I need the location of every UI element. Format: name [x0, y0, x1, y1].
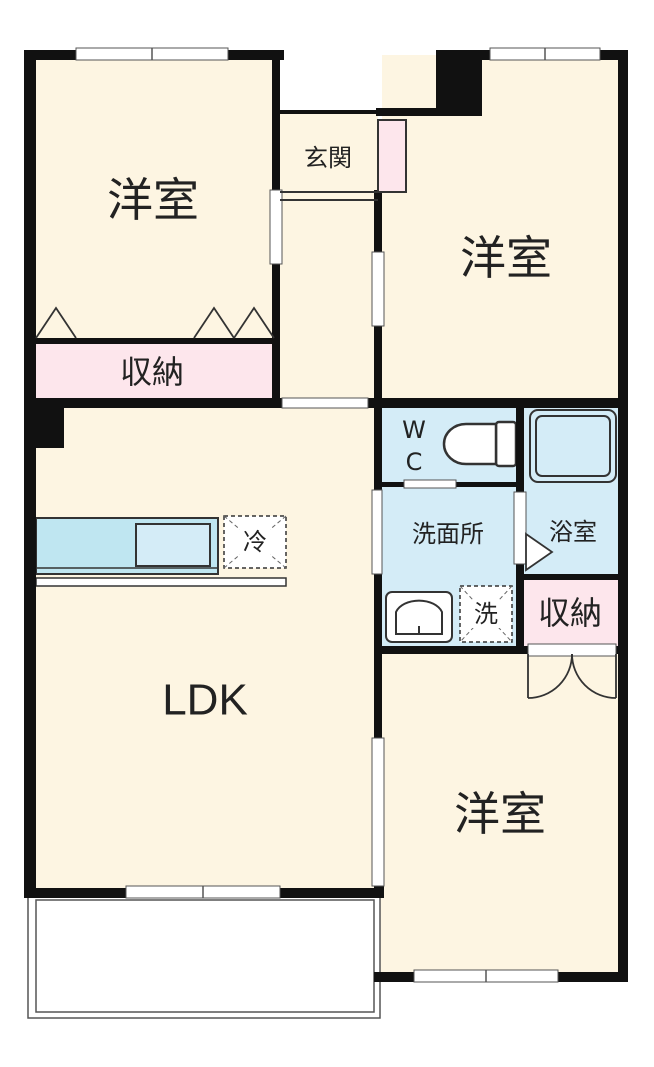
column-top-right [436, 50, 482, 116]
sink-icon [385, 591, 453, 643]
window-marks [151, 48, 546, 982]
bathroom-door [525, 532, 554, 572]
column-ldk [24, 398, 64, 448]
wall-entrance-top [280, 110, 378, 114]
bedroom-bottom-right-floor [380, 650, 622, 976]
washer-label: 洗 [474, 600, 498, 628]
ldk-label: LDK [162, 676, 248, 725]
bedroom-top-right-label: 洋室 [460, 231, 552, 285]
washer-space: 洗 [459, 585, 513, 643]
storage-right-floor [522, 578, 622, 648]
balcony [27, 895, 381, 1019]
kitchen-counter [35, 517, 287, 587]
storage-right-label: 収納 [538, 594, 602, 632]
entrance-floor [280, 122, 378, 190]
bathtub-icon [529, 409, 617, 483]
bedroom-top-left-label: 洋室 [107, 173, 199, 227]
entrance-label: 玄関 [304, 144, 352, 172]
toilet-icon [442, 420, 518, 468]
wc-label-w: W [402, 416, 426, 444]
outer-wall-left [24, 50, 36, 896]
fridge-label: 冷 [243, 528, 267, 556]
storage-top-left-floor [30, 343, 278, 401]
bedroom-top-right-floor [382, 55, 622, 401]
bathroom-label: 浴室 [549, 518, 597, 546]
washroom-label: 洗面所 [412, 520, 484, 548]
wall-bath-storage [516, 574, 626, 580]
ldk-floor [30, 402, 378, 892]
floor-fills [30, 55, 622, 976]
closet-doors [35, 306, 275, 339]
wc-label-c: C [406, 448, 423, 476]
fridge-space: 冷 [223, 515, 287, 569]
bedroom-bottom-right-label: 洋室 [454, 787, 546, 841]
entrance-details [280, 119, 407, 201]
storage-swing-doors [527, 653, 617, 699]
wall-washroom-bottom [374, 646, 628, 654]
wall-step-top-right [376, 108, 482, 116]
outer-wall-right [618, 50, 628, 982]
wall-storage-top-left [30, 338, 278, 344]
bedroom-top-left-floor [30, 55, 278, 345]
storage-top-left-label: 収納 [120, 353, 184, 391]
